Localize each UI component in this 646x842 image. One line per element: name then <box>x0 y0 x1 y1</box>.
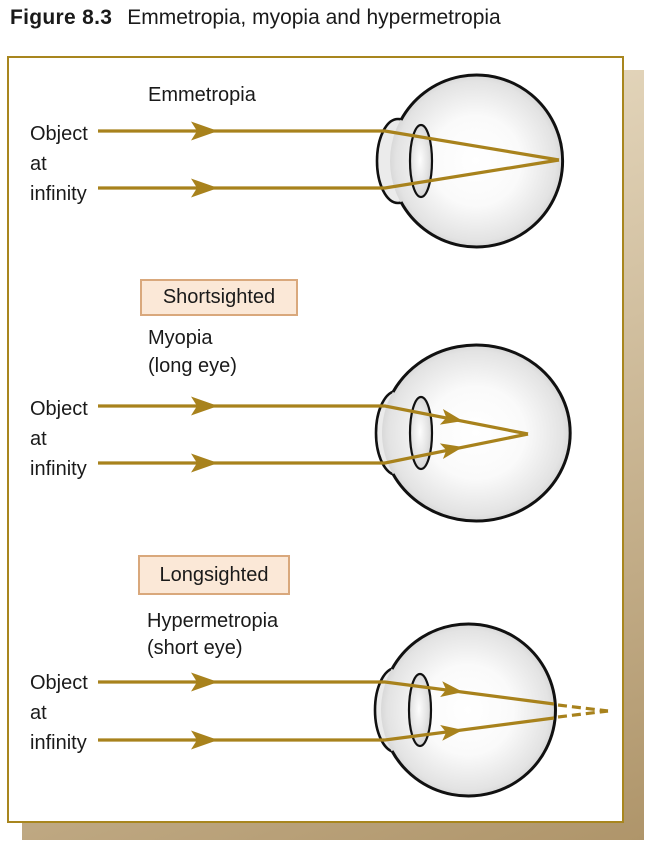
label-short-eye: (short eye) <box>147 637 243 659</box>
label-emmetropia: Emmetropia <box>148 84 256 106</box>
figure-number: Figure 8.3 <box>10 6 113 29</box>
object-at-infinity-label: Object at infinity <box>30 123 88 205</box>
object-at-infinity-label: Object at infinity <box>30 398 88 480</box>
label-long-eye: (long eye) <box>148 355 237 377</box>
figure-title: Figure 8.3 Emmetropia, myopia and hyperme… <box>10 6 501 30</box>
tag-shortsighted-text: Shortsighted <box>162 286 276 308</box>
diagram-panel <box>7 56 624 823</box>
tag-longsighted-text: Longsighted <box>159 563 269 586</box>
label-hypermetropia: Hypermetropia <box>147 610 279 632</box>
label-myopia: Myopia <box>148 327 213 349</box>
object-at-infinity-label: Object at infinity <box>30 672 88 754</box>
tag-longsighted: Longsighted <box>138 555 290 595</box>
figure-caption: Emmetropia, myopia and hypermetropia <box>127 6 501 29</box>
tag-shortsighted: Shortsighted <box>140 279 298 316</box>
